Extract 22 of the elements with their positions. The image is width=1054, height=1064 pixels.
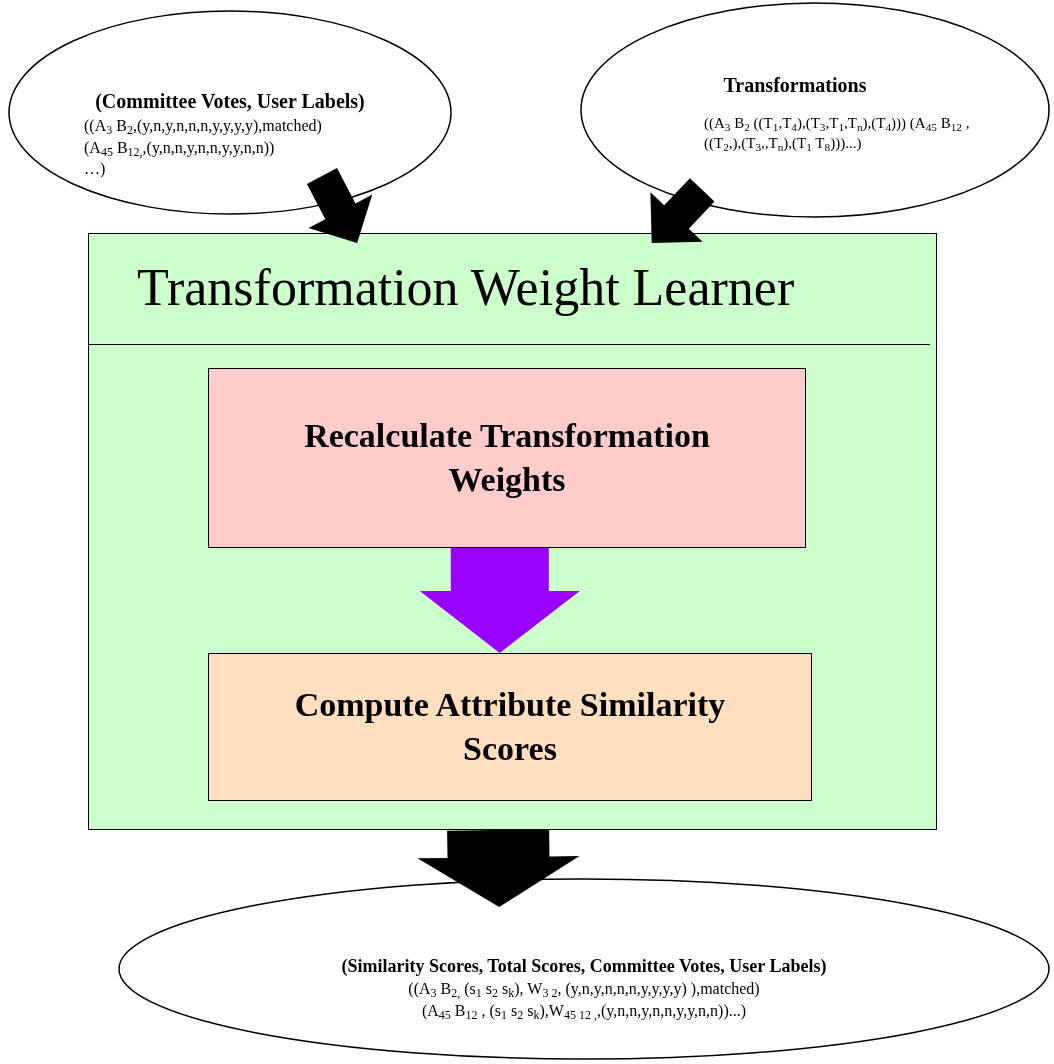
- process-box: [208, 368, 806, 548]
- data-text: ((A$_{3}$ B$_{2,}$ (s$_{1}$ s$_{2}$ s$_{k}$), W$_{3 2}$, (y,n,y,n,n,n,y,y,y,y) ),matched): [408, 979, 760, 1000]
- block-arrow: [650, 178, 715, 244]
- ellipse-heading: (Similarity Scores, Total Scores, Committee Votes, User Labels): [341, 955, 827, 978]
- block-arrow: [419, 548, 580, 653]
- ellipse-node: [580, 2, 1050, 218]
- process-box: [208, 653, 812, 801]
- ellipse-node: [8, 10, 452, 215]
- data-text: (A$_{45}$ B$_{12}$ , (s$_{1}$ s$_{2}$ s$_{k}$),W$_{45 12 ,}$,(y,n,n,y,n,n,y,y,n,n))...): [421, 1000, 747, 1022]
- data-text: …): [84, 159, 106, 180]
- data-text: ((A$_{3}$ B$_{2}$,(y,n,y,n,n,n,y,y,y,y),matched): [84, 116, 322, 137]
- block-arrow: [417, 829, 580, 908]
- data-text: ((A$_{3}$ B$_{2}$ ((T$_{1}$,T$_{4}$),(T$_{3}$,T$_{1}$,T$_{n}$),(T$_{4}$))) (A$_{45}$ B$_{12}$ , ((T$_{2}$,),(T$_{3}$,,T$_{n}$),(T$_{1}$ T$_{8}$)))...): [704, 114, 971, 154]
- panel-title: Transformation Weight Learner: [137, 262, 795, 314]
- box-label: Compute Attribute Similarity Scores: [293, 684, 727, 769]
- box-label: Recalculate Transformation Weights: [303, 415, 711, 500]
- data-text: (A$_{45}$ B$_{12,}$,(y,n,n,y,n,n,y,y,n,n)): [84, 137, 275, 159]
- ellipse-heading: Transformations: [723, 73, 867, 98]
- block-arrow: [306, 168, 373, 244]
- ellipse-heading: (Committee Votes, User Labels): [95, 89, 365, 114]
- ellipse-node: [118, 878, 1050, 1060]
- process-panel: [88, 233, 937, 830]
